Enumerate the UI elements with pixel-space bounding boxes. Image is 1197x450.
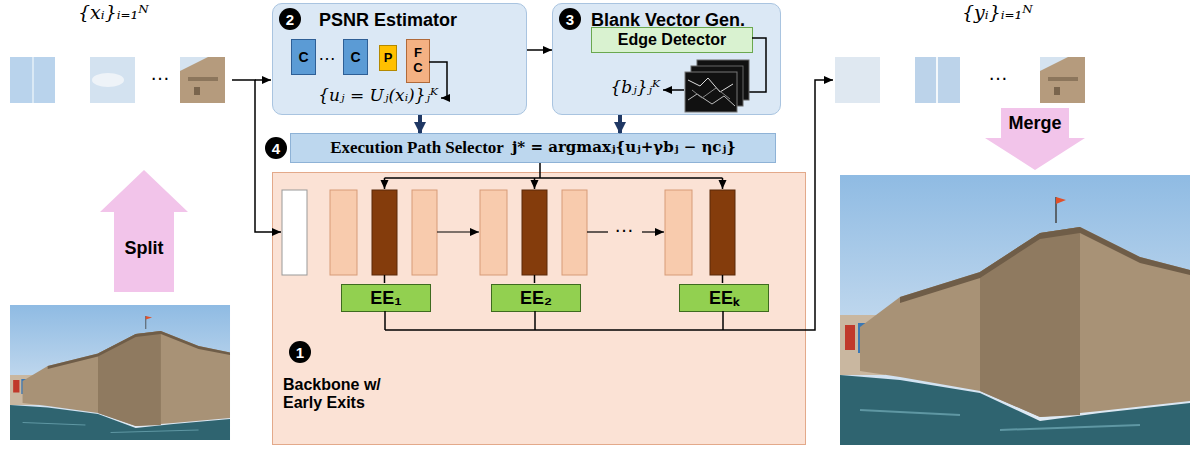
math-label: {bⱼ}ⱼᴷ xyxy=(611,78,661,98)
ellipsis: … xyxy=(318,44,336,65)
fc-block: F C xyxy=(406,39,430,83)
exit-box: EEₖ xyxy=(679,284,769,312)
node-text: Split xyxy=(100,238,188,259)
connector xyxy=(527,49,552,51)
callout-number: 2 xyxy=(279,8,301,30)
node-text: PSNR Estimator xyxy=(319,10,526,31)
conv-block: C xyxy=(291,39,316,75)
node-text: Edge Detector xyxy=(618,31,726,49)
connector xyxy=(618,115,622,133)
node-text: EE₂ xyxy=(520,288,552,309)
conv-block: C xyxy=(343,39,368,75)
pool-block: P xyxy=(379,45,397,71)
node-text: EE₁ xyxy=(370,288,401,309)
math-label: {uⱼ = Uⱼ(xᵢ)}ⱼᴷ xyxy=(318,86,438,106)
callout-number: 1 xyxy=(289,341,311,363)
node-text: Merge xyxy=(985,113,1085,134)
node-text: Blank Vector Gen. xyxy=(591,10,780,31)
split-arrow: Split xyxy=(100,170,188,292)
math-label: {yᵢ}ᵢ₌₁ᴺ xyxy=(962,2,1033,24)
ellipsis: … xyxy=(988,62,1008,85)
node-text: C xyxy=(350,49,360,65)
connector xyxy=(539,163,541,172)
exit-box: EE₂ xyxy=(491,284,581,312)
exit-box: EE₁ xyxy=(341,284,431,312)
merge-arrow: Merge xyxy=(985,108,1085,170)
arrow-shape xyxy=(100,170,188,292)
ellipsis: … xyxy=(614,214,634,237)
node-text: j* = argmaxⱼ{uⱼ+γbⱼ − ηcⱼ} xyxy=(512,139,736,156)
node-text: C xyxy=(298,49,308,65)
connector xyxy=(418,115,422,133)
selector-bar: Execution Path Selector j* = argmaxⱼ{uⱼ+γ… xyxy=(290,133,776,163)
ellipsis: … xyxy=(150,62,170,85)
node-text: EEₖ xyxy=(709,288,739,309)
node-text: F C xyxy=(412,46,425,76)
node-text: Execution Path Selector xyxy=(330,138,504,158)
callout-number: 3 xyxy=(559,8,581,30)
callout-number: 4 xyxy=(265,137,287,159)
detector-box: Edge Detector xyxy=(591,27,753,53)
node-text: P xyxy=(384,51,393,66)
math-label: {xᵢ}ᵢ₌₁ᴺ xyxy=(78,2,149,24)
node-text: Backbone w/ Early Exits xyxy=(283,376,408,413)
